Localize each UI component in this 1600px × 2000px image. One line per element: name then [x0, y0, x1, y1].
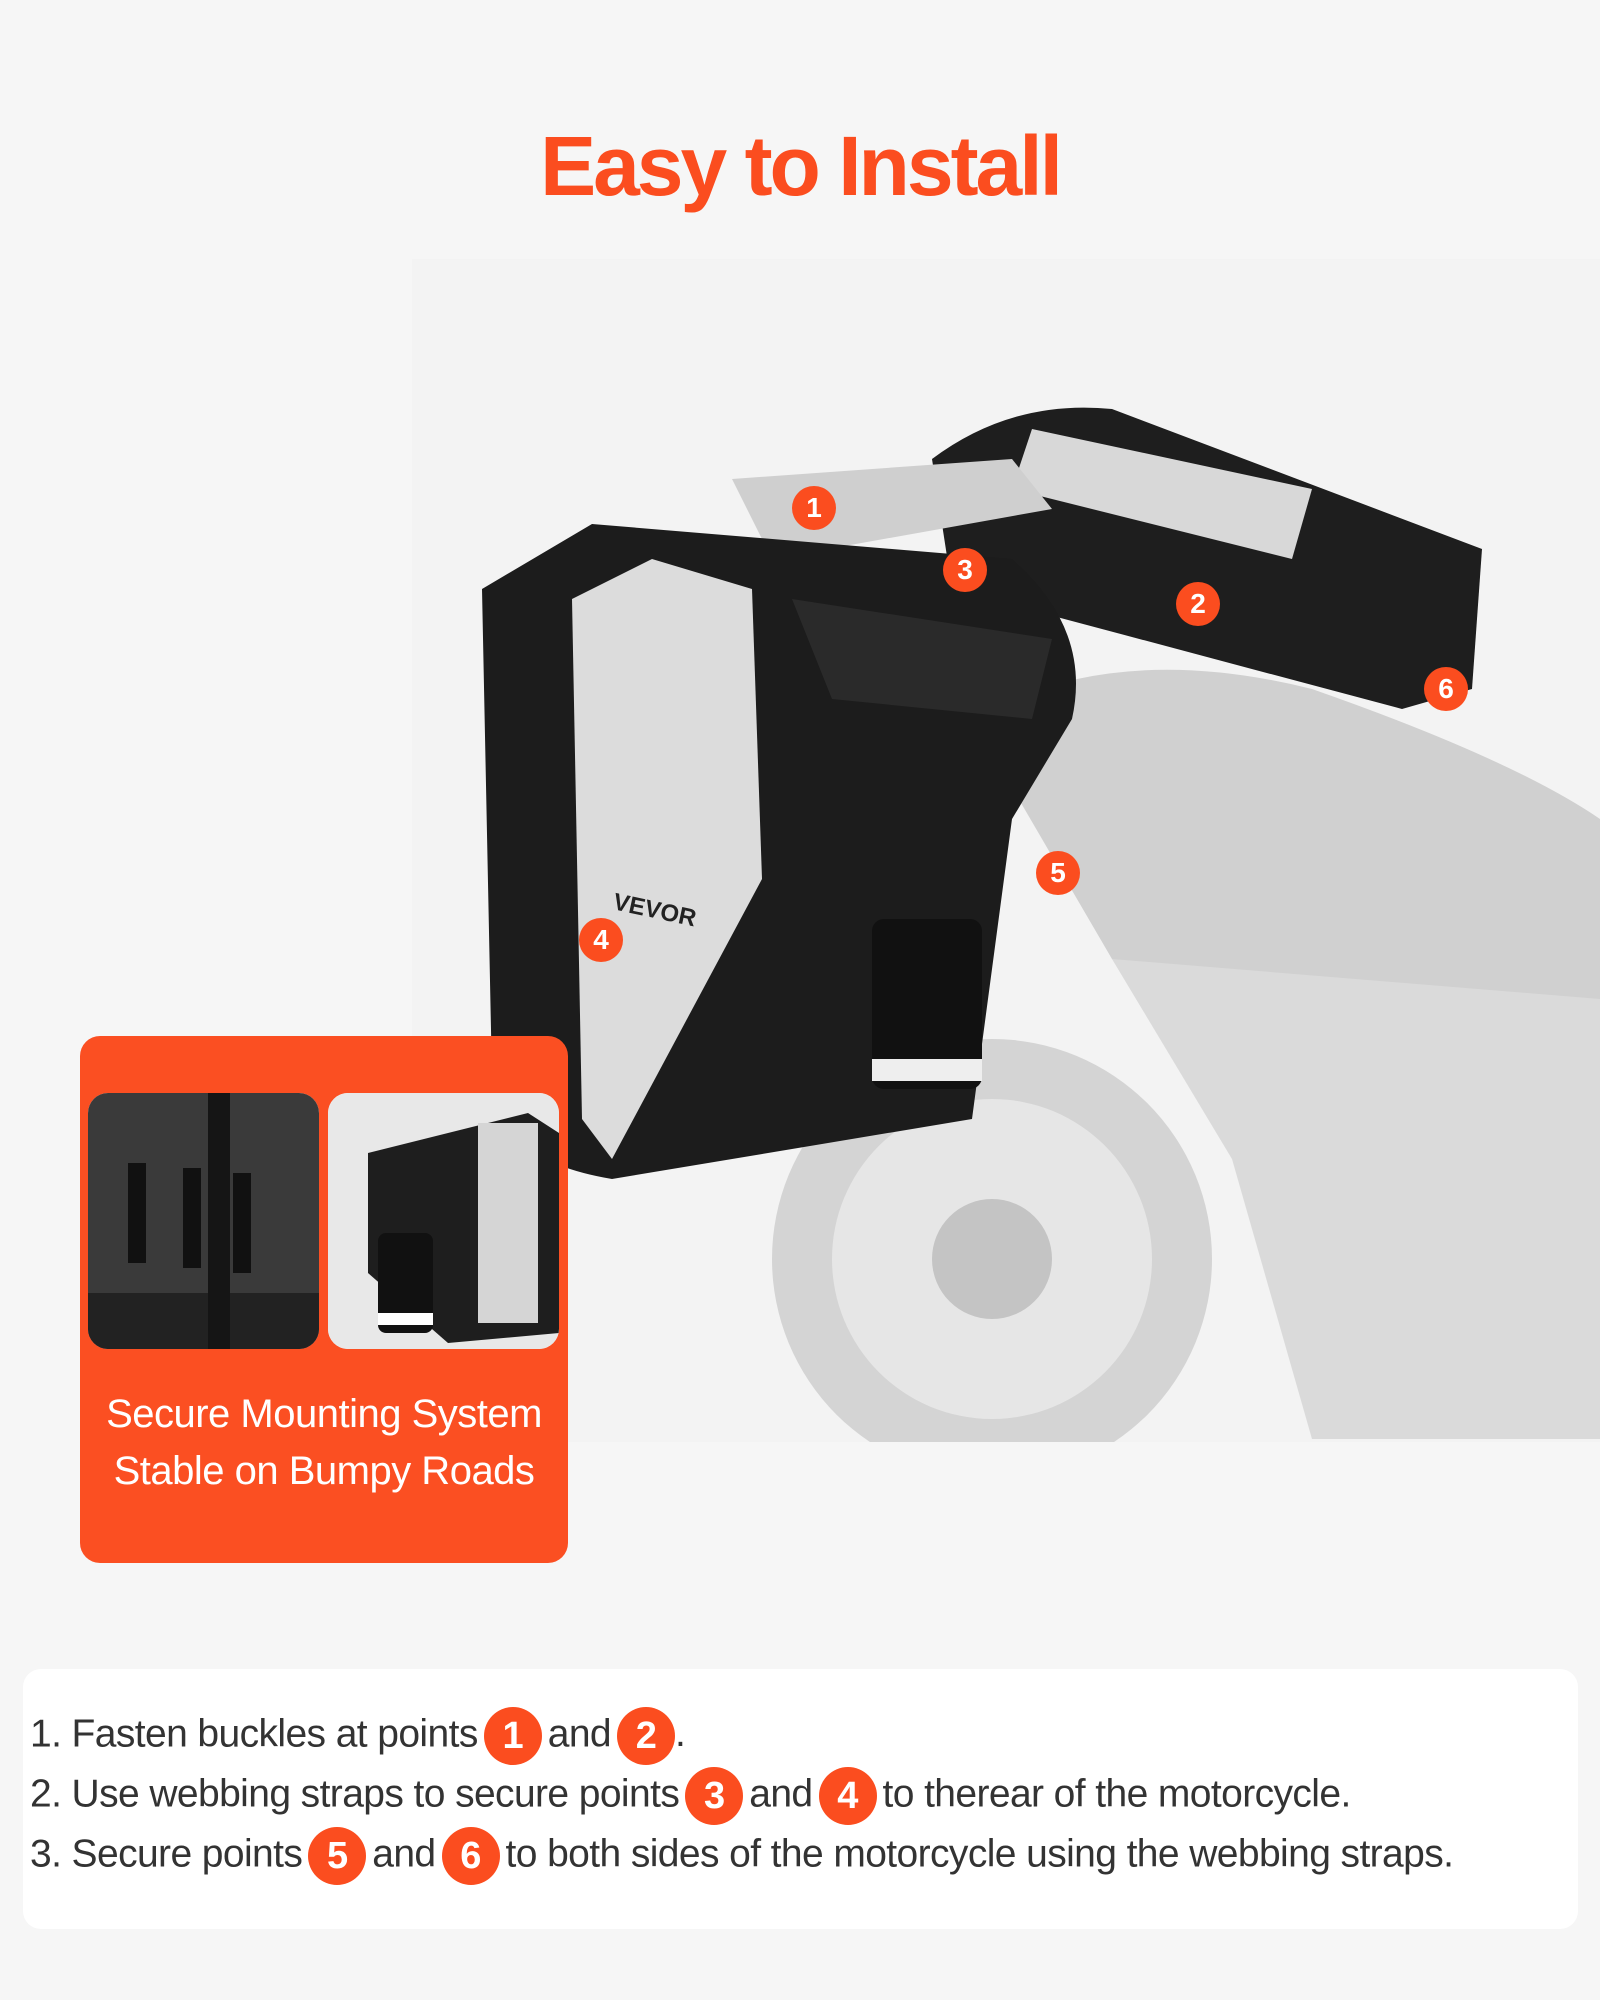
step-text: 2. Use webbing straps to secure points [30, 1772, 680, 1816]
feature-line-1: Secure Mounting System [106, 1392, 542, 1436]
point-badge-1: 1 [792, 486, 836, 530]
point-badge-6: 6 [1424, 667, 1468, 711]
feature-card: Secure Mounting System Stable on Bumpy R… [80, 1036, 568, 1563]
page-title: Easy to Install [540, 119, 1063, 213]
step-text: to therear of the motorcycle. [882, 1772, 1352, 1816]
detail-image-molle-panel [88, 1093, 319, 1349]
step-text: to both sides of the motorcycle using th… [505, 1832, 1454, 1876]
feature-line-2: Stable on Bumpy Roads [113, 1449, 535, 1493]
point-badge: 6 [441, 1827, 500, 1885]
step-text: . [675, 1712, 686, 1756]
point-badge-2: 2 [1176, 582, 1220, 626]
point-badge: 3 [685, 1767, 744, 1825]
point-badge: 1 [483, 1707, 542, 1765]
detail-image-bag-side [328, 1093, 559, 1349]
point-badge: 4 [818, 1767, 877, 1825]
point-badge-3: 3 [943, 548, 987, 592]
point-badge: 2 [617, 1707, 676, 1765]
feature-caption: Secure Mounting System Stable on Bumpy R… [80, 1386, 568, 1500]
motorcycle-saddlebag-illustration: VEVOR [482, 407, 1600, 1442]
step-text: 3. Secure points [30, 1832, 303, 1876]
luggage-rack [732, 459, 1052, 559]
step-text: and [547, 1712, 612, 1756]
product-photo: VEVOR 1 2 3 4 5 6 [412, 259, 1600, 1442]
bottle-holder [872, 919, 982, 1089]
step-text: and [372, 1832, 436, 1876]
point-badge-5: 5 [1036, 851, 1080, 895]
step-text: 1. Fasten buckles at points [30, 1712, 478, 1756]
seat [972, 669, 1600, 1035]
point-badge: 5 [308, 1827, 367, 1885]
step-text: and [749, 1772, 813, 1816]
point-badge-4: 4 [579, 918, 623, 962]
frame [1112, 959, 1600, 1439]
